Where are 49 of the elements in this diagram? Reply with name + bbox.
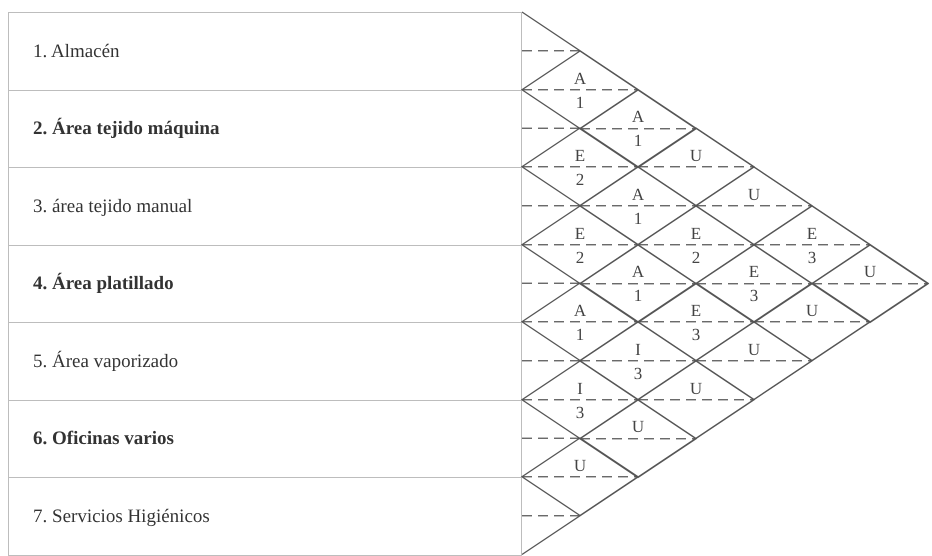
closeness-code: E bbox=[690, 302, 702, 319]
reason-code: 3 bbox=[576, 404, 584, 420]
closeness-code: U bbox=[574, 457, 586, 474]
department-name: 5. Área vaporizado bbox=[33, 350, 178, 372]
closeness-code: E bbox=[574, 147, 586, 164]
closeness-code: A bbox=[632, 186, 644, 203]
reason-code: 3 bbox=[692, 326, 700, 343]
closeness-code: A bbox=[632, 108, 644, 126]
closeness-code: U bbox=[748, 340, 760, 358]
closeness-code: E bbox=[690, 224, 702, 242]
department-row bbox=[8, 244, 522, 324]
department-row bbox=[8, 400, 522, 478]
department-row bbox=[8, 477, 522, 556]
reason-code: 3 bbox=[750, 287, 758, 304]
closeness-code: U bbox=[690, 147, 702, 164]
department-name: 4. Área platillado bbox=[33, 273, 174, 295]
department-row bbox=[8, 12, 522, 91]
closeness-code: E bbox=[806, 224, 818, 242]
closeness-code: U bbox=[690, 380, 702, 396]
department-name: 2. Área tejido máquina bbox=[33, 118, 220, 140]
closeness-code: U bbox=[864, 263, 876, 280]
closeness-code: I bbox=[577, 380, 583, 396]
department-row bbox=[8, 90, 522, 168]
department-name: 7. Servicios Higiénicos bbox=[33, 506, 210, 528]
reason-code: 2 bbox=[576, 248, 584, 266]
reason-code: 2 bbox=[692, 248, 700, 266]
department-row bbox=[8, 322, 522, 401]
closeness-code: E bbox=[748, 263, 760, 280]
department-name: 6. Oficinas varios bbox=[33, 428, 174, 450]
reason-code: 1 bbox=[634, 132, 642, 150]
closeness-code: I bbox=[635, 340, 641, 358]
closeness-code: U bbox=[806, 302, 818, 319]
closeness-code: A bbox=[632, 263, 644, 280]
reason-code: 2 bbox=[576, 171, 584, 188]
department-name: 3. área tejido manual bbox=[33, 196, 192, 218]
reason-code: 1 bbox=[576, 94, 584, 110]
closeness-code: A bbox=[574, 302, 586, 319]
relationship-diamond bbox=[522, 438, 638, 516]
closeness-code: U bbox=[632, 418, 644, 436]
reason-code: 1 bbox=[576, 326, 584, 343]
reason-code: 1 bbox=[634, 210, 642, 227]
department-row bbox=[8, 167, 522, 246]
reason-code: 3 bbox=[634, 364, 642, 382]
department-name: 1. Almacén bbox=[33, 40, 120, 62]
closeness-code: U bbox=[748, 186, 760, 203]
reason-code: 3 bbox=[808, 248, 816, 266]
reason-code: 1 bbox=[634, 287, 642, 304]
closeness-code: A bbox=[574, 70, 586, 86]
closeness-code: E bbox=[574, 224, 586, 242]
